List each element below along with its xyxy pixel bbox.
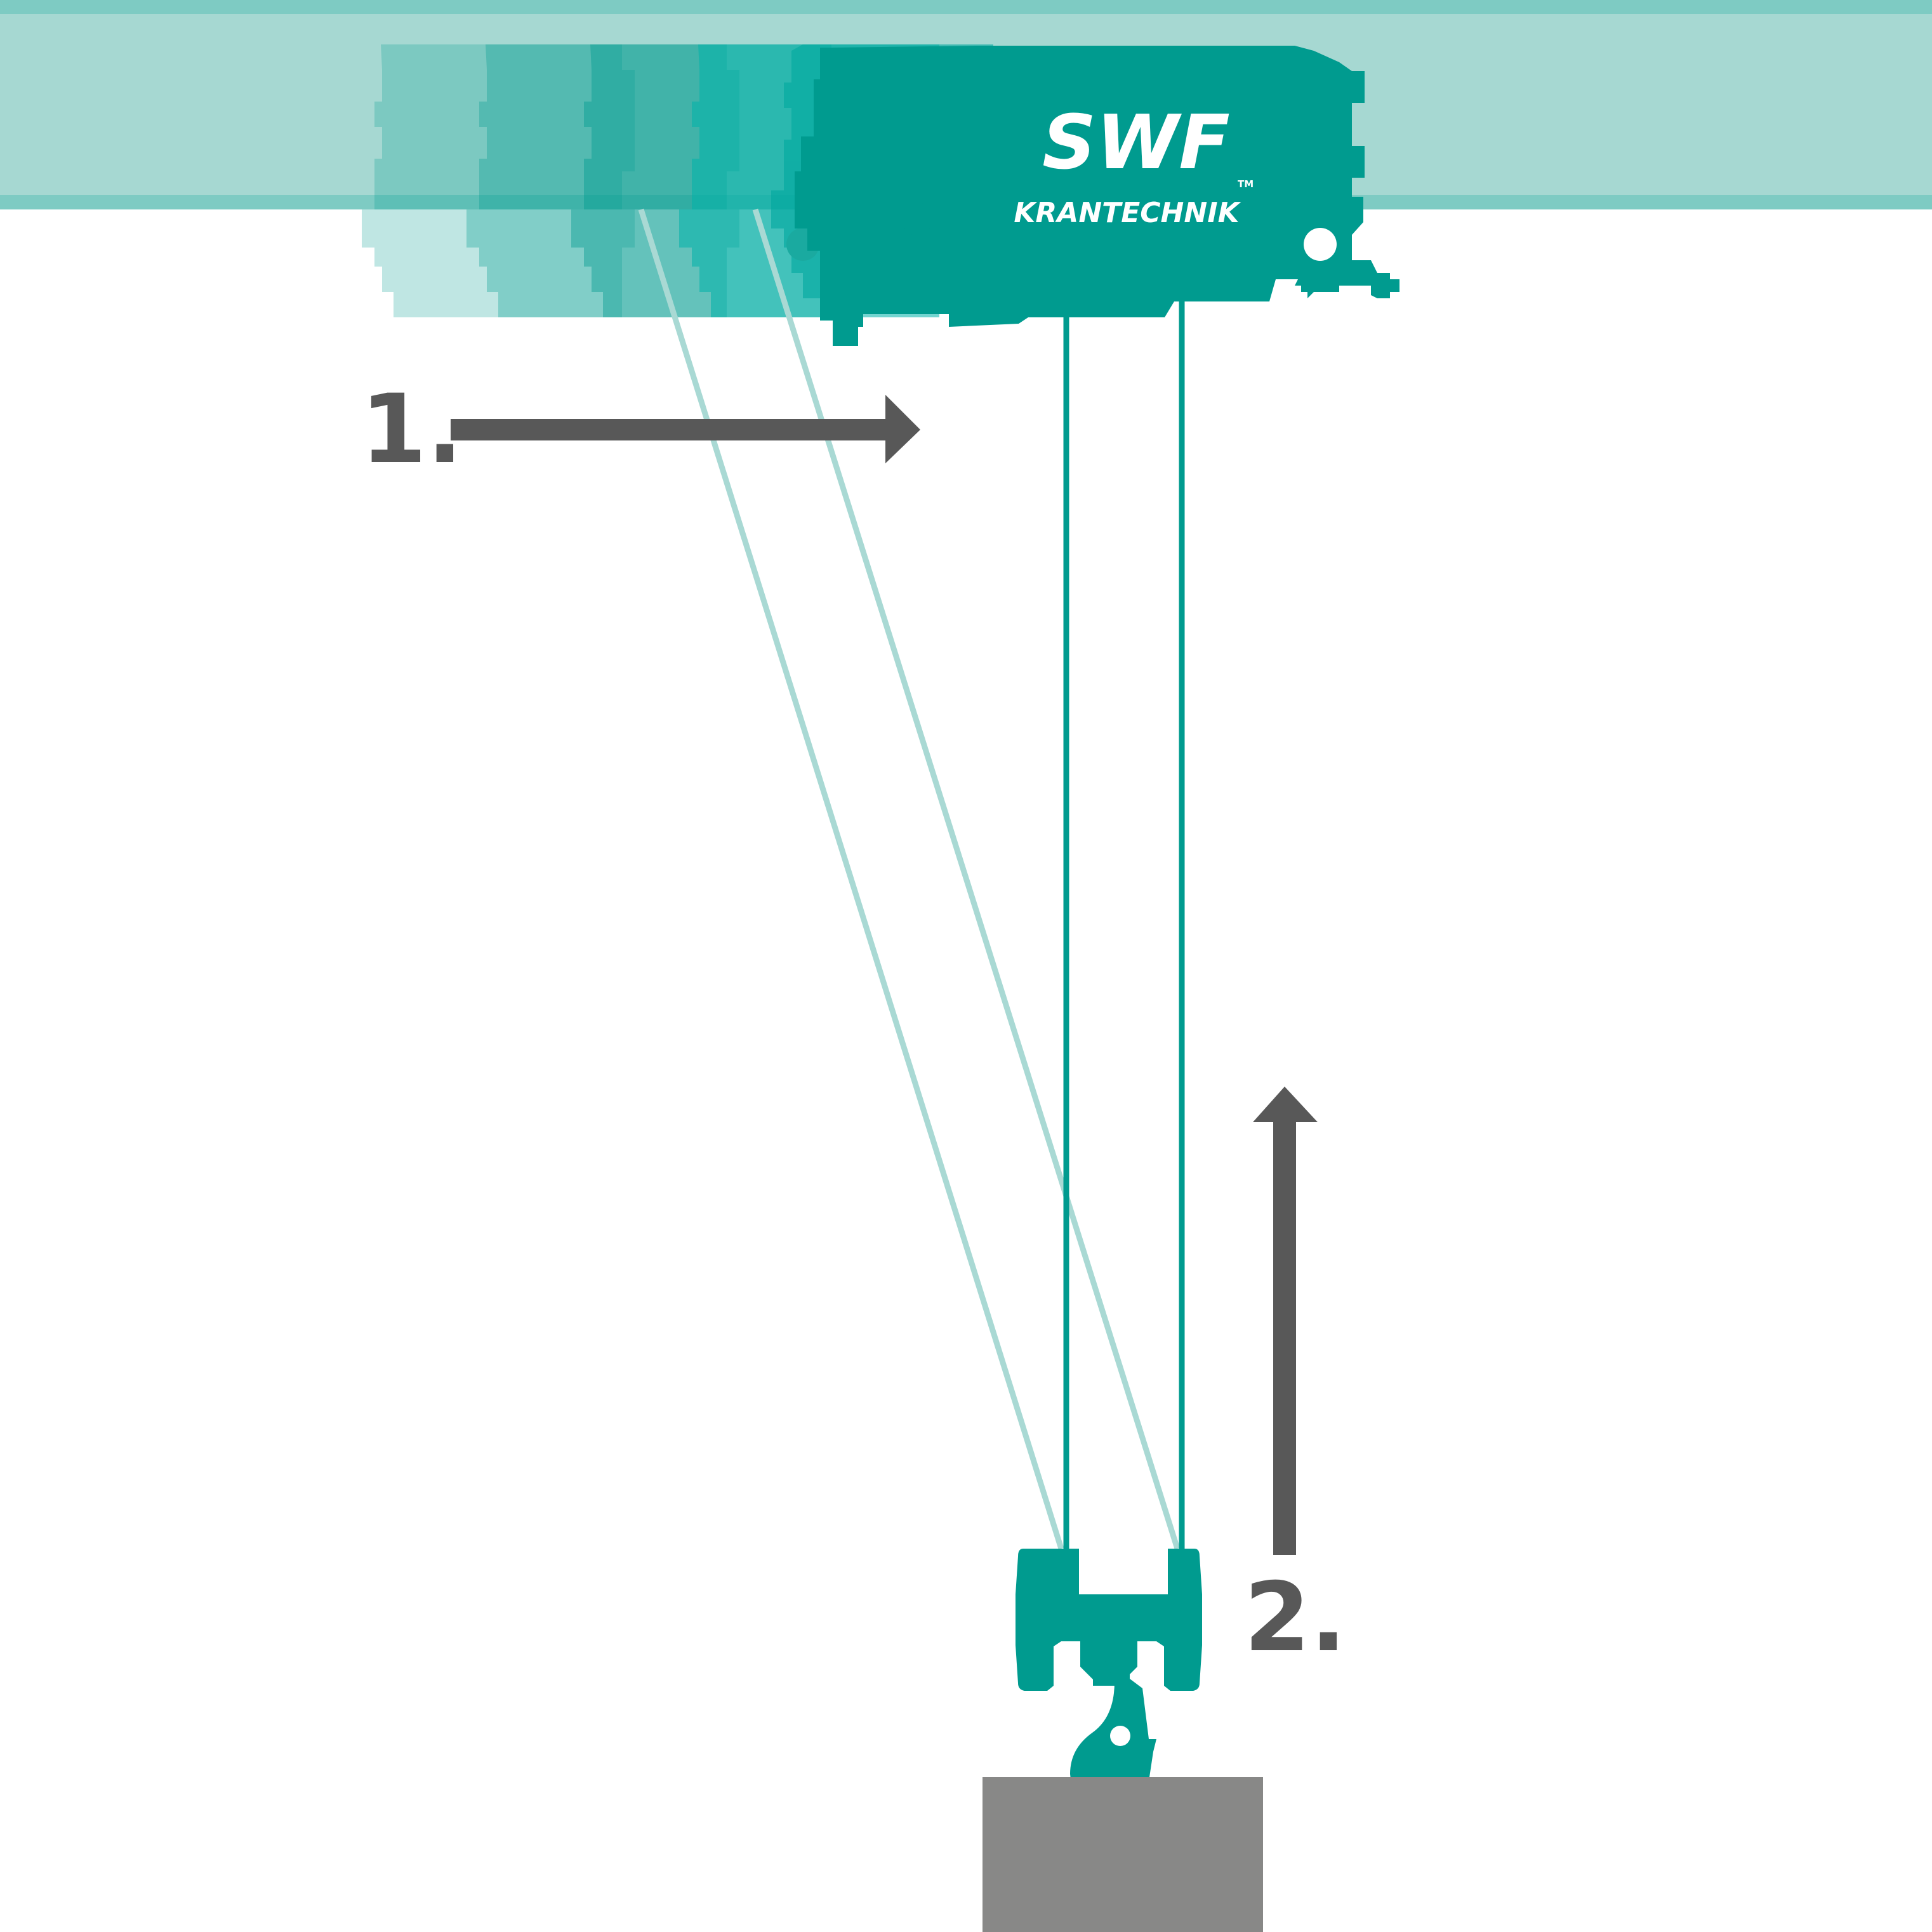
step-2-label: 2. [1244, 1563, 1346, 1673]
step-2-arrow [1253, 1087, 1318, 1555]
brand-logo-sub: KRANTECHNIK [1014, 197, 1241, 229]
brand-trademark: TM [1238, 178, 1254, 190]
hoist-trolley: SWF KRANTECHNIK TM [795, 46, 1399, 346]
hoist-ghost-1 [362, 44, 635, 317]
hook-block [1016, 1549, 1202, 1812]
brand-logo-main: SWF [1042, 98, 1230, 186]
hoist-ghost-2 [466, 44, 739, 317]
hoist-ropes [1063, 293, 1185, 1549]
ghost-ropes [638, 208, 1181, 1550]
step-1-arrow [451, 395, 920, 463]
load-block [983, 1777, 1263, 1932]
step-1-label: 1. [361, 374, 463, 485]
